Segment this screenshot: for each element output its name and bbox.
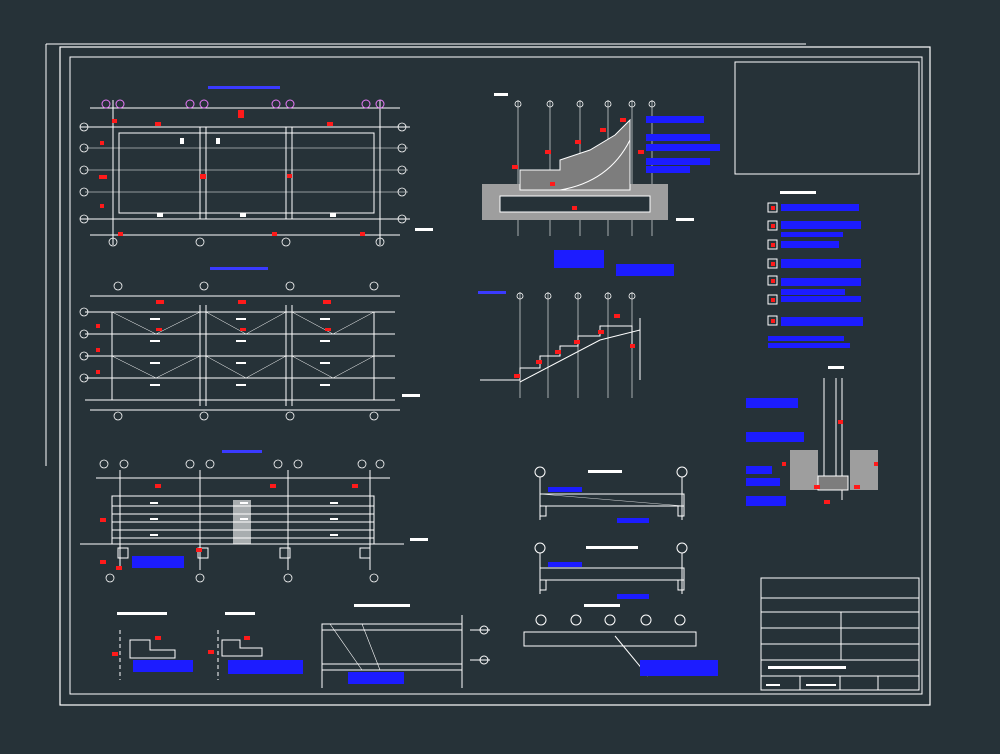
title-block [760,577,920,691]
beam-detail-2 [534,542,688,599]
beam-elevation [321,604,490,688]
plan-title [210,267,268,270]
sheet-border [45,43,931,706]
roof-plan [80,450,428,583]
beam-detail-1 [534,466,688,523]
stair-section [478,291,641,398]
footing-details [112,612,303,680]
foundation-plan [79,86,433,247]
wall-section [482,93,720,276]
plan-title [208,86,280,89]
wall-footing-detail [746,366,878,506]
plan-title [222,450,262,453]
legend [767,191,863,348]
beam-plan [79,267,420,421]
beam-detail-3 [523,604,718,677]
notes-box [734,61,920,175]
